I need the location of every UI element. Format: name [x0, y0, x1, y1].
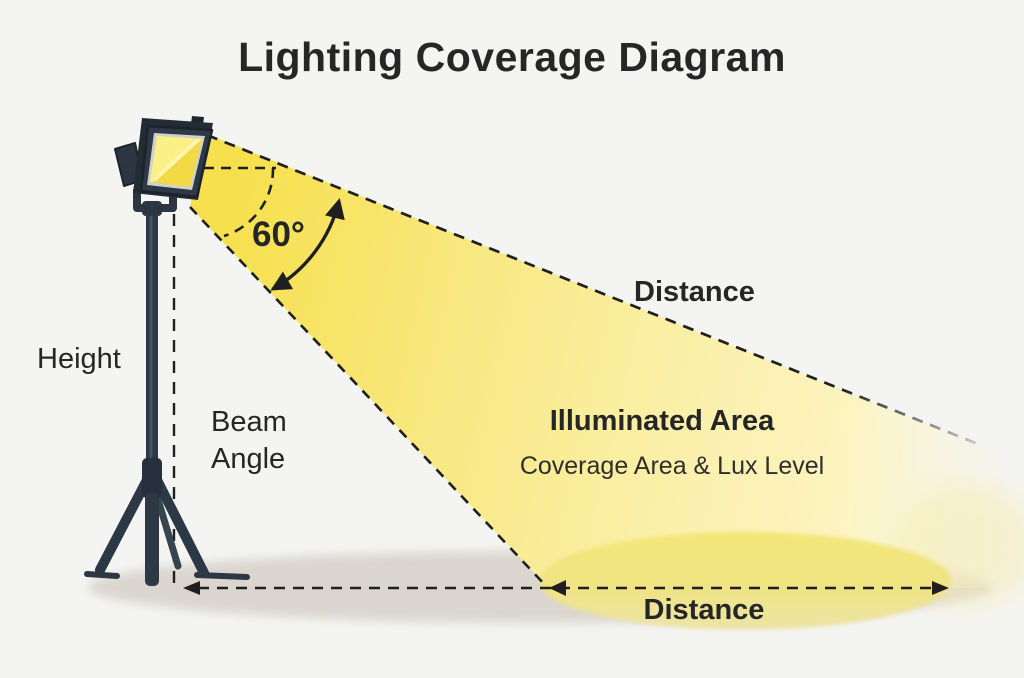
beam-top-edge-dashed	[206, 133, 979, 446]
illuminated-area-label: Illuminated Area	[549, 405, 775, 437]
angle-value-label: 60°	[252, 215, 305, 254]
lens-shade	[150, 139, 202, 187]
angle-double-arrow	[270, 198, 345, 291]
page-title: Lighting Coverage Diagram	[238, 34, 786, 80]
lens-streak	[150, 139, 202, 182]
height-label: Height	[37, 343, 121, 375]
beam-bottom-edge-dashed	[189, 206, 547, 587]
distance-top-label: Distance	[634, 276, 755, 308]
distance-bottom-label: Distance	[643, 594, 765, 626]
coverage-subtitle-label: Coverage Area & Lux Level	[519, 452, 825, 480]
light-pool-ellipse	[539, 532, 951, 630]
arrowhead-mid-icon	[549, 580, 566, 596]
light-fixture	[114, 116, 214, 216]
distance-arrowheads	[183, 580, 949, 596]
arrowhead-left-icon	[183, 581, 200, 595]
fixture-hub	[142, 201, 162, 216]
construction-lines	[172, 166, 940, 590]
light-beam	[190, 133, 1006, 588]
arrowhead-right-icon	[932, 581, 949, 595]
tripod-stand	[84, 210, 250, 586]
beam-angle-label: Beam Angle	[211, 406, 287, 476]
